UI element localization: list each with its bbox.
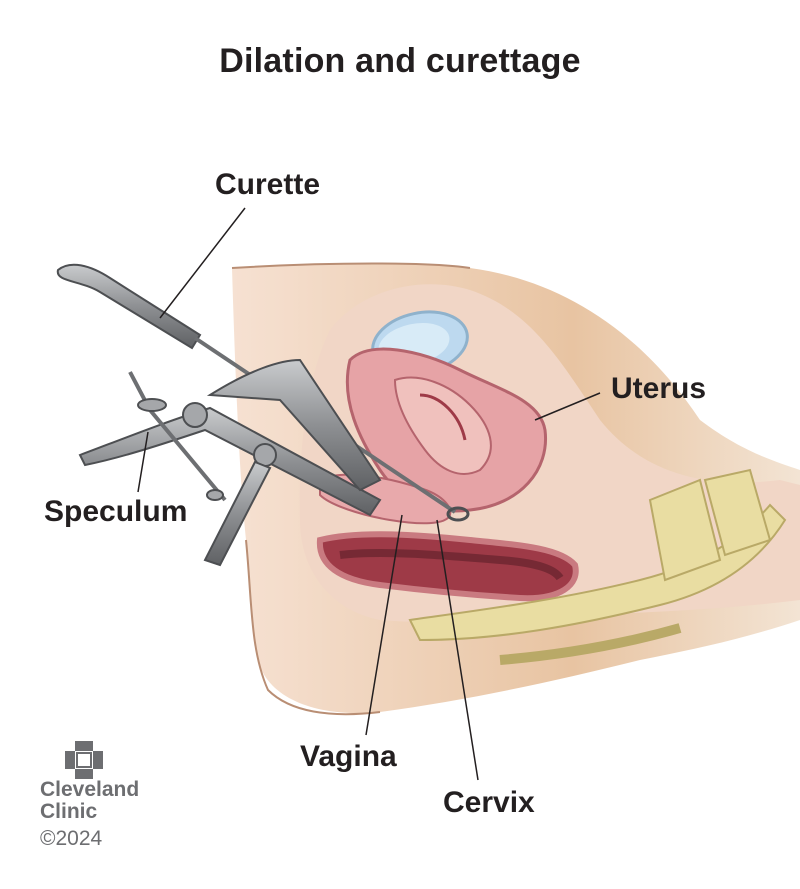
uterus-leader [534,392,601,421]
logo-line-1: Cleveland [40,778,140,801]
logo-line-2: Clinic [40,800,98,823]
label-uterus: Uterus [611,372,707,405]
uterine-cavity [393,376,492,475]
perineum-outline [245,539,381,716]
speculum [78,358,382,567]
logo-brand-name: Cleveland Clinic [40,779,139,823]
sacrum [408,503,787,642]
label-vagina: Vagina [300,740,397,773]
label-curette: Curette [215,168,321,201]
label-speculum: Speculum [44,495,188,528]
label-cervix: Cervix [443,786,535,819]
skin-outline [231,262,471,269]
speculum-leader [137,431,149,493]
cleveland-clinic-mark-icon [65,741,103,779]
copyright-text: ©2024 [40,827,103,850]
diagram-title: Dilation and curettage [219,42,581,80]
curette-leader [159,207,246,319]
cervix-leader [436,519,479,781]
vagina-leader [365,514,403,736]
